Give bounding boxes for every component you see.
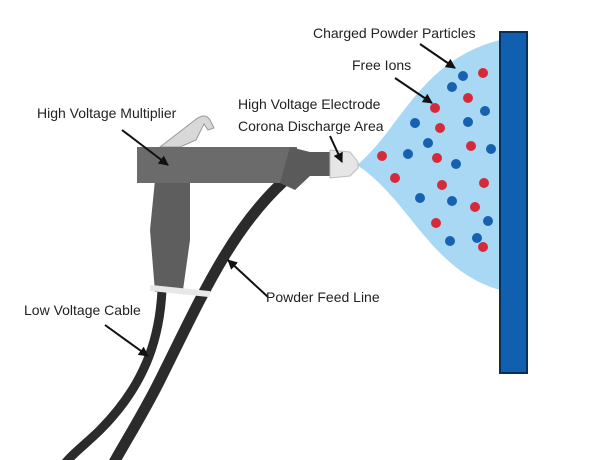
label-charged-powder: Charged Powder Particles bbox=[313, 25, 476, 41]
powder-spray-cloud bbox=[357, 40, 500, 290]
arrow-hv-multiplier bbox=[121, 129, 169, 166]
red-particle bbox=[431, 218, 441, 228]
red-particle bbox=[437, 180, 447, 190]
label-low-voltage-cable: Low Voltage Cable bbox=[24, 302, 141, 318]
powder-feed-hose bbox=[109, 175, 289, 460]
cable-clip bbox=[149, 284, 211, 298]
blue-particle bbox=[458, 71, 468, 81]
blue-particle bbox=[480, 106, 490, 116]
red-particle bbox=[478, 68, 488, 78]
red-particle bbox=[432, 153, 442, 163]
arrow-charged-powder bbox=[419, 43, 456, 69]
red-particle bbox=[479, 178, 489, 188]
red-particle bbox=[466, 141, 476, 151]
label-hv-electrode: High Voltage Electrode bbox=[238, 96, 381, 112]
target-workpiece bbox=[499, 31, 528, 374]
blue-particle bbox=[415, 193, 425, 203]
blue-particle bbox=[447, 196, 457, 206]
gun-body bbox=[137, 147, 297, 183]
blue-particle bbox=[403, 149, 413, 159]
particles bbox=[377, 68, 496, 252]
red-particle bbox=[470, 202, 480, 212]
red-particle bbox=[377, 151, 387, 161]
blue-particle bbox=[486, 144, 496, 154]
label-corona: Corona Discharge Area bbox=[238, 118, 384, 134]
arrow-free-ions bbox=[394, 77, 433, 104]
blue-particle bbox=[451, 159, 461, 169]
low-voltage-cable bbox=[61, 289, 167, 460]
red-particle bbox=[463, 93, 473, 103]
blue-particle bbox=[423, 138, 433, 148]
gun-handle bbox=[150, 180, 190, 292]
gun-hook bbox=[158, 115, 215, 148]
blue-particle bbox=[410, 118, 420, 128]
red-particle bbox=[390, 173, 400, 183]
blue-particle bbox=[483, 216, 493, 226]
red-particle bbox=[478, 242, 488, 252]
arrow-electrode bbox=[329, 135, 343, 163]
arrow-powder-feed bbox=[227, 259, 269, 298]
blue-particle bbox=[445, 236, 455, 246]
gun-barrel-taper bbox=[280, 147, 330, 190]
blue-particle bbox=[472, 233, 482, 243]
blue-particle bbox=[447, 82, 457, 92]
blue-particle bbox=[463, 117, 473, 127]
red-particle bbox=[430, 103, 440, 113]
arrow-low-voltage bbox=[104, 324, 149, 357]
label-hv-multiplier: High Voltage Multiplier bbox=[37, 105, 177, 121]
red-particle bbox=[435, 123, 445, 133]
high-voltage-electrode-nozzle bbox=[329, 149, 359, 179]
label-powder-feed: Powder Feed Line bbox=[266, 289, 380, 305]
label-free-ions: Free Ions bbox=[352, 57, 411, 73]
